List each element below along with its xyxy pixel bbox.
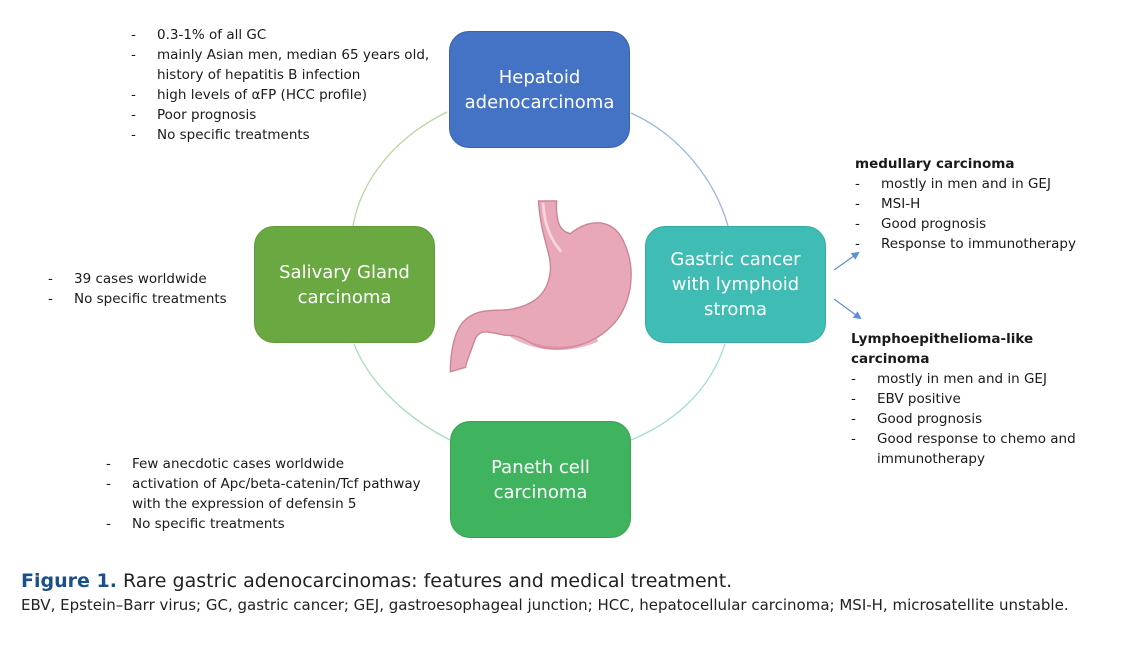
note-item: - EBV positive: [851, 389, 1101, 409]
connector-hepatoid-lymphoid: [630, 112, 729, 227]
node-label: carcinoma: [493, 481, 588, 503]
bullet: -: [48, 291, 53, 307]
bullet: -: [851, 371, 856, 387]
note-item: - high levels of αFP (HCC profile): [131, 85, 451, 105]
note-text: 39 cases worldwide: [74, 271, 207, 287]
bullet: -: [855, 216, 860, 232]
note-item: - MSI-H: [855, 194, 1115, 214]
node-hepatoid-adenocarcinoma: Hepatoid adenocarcinoma: [449, 31, 630, 148]
bullet: -: [106, 516, 111, 532]
note-item: - No specific treatments: [131, 125, 451, 145]
notes-lymphoepithelioma-like-carcinoma: Lymphoepithelioma-like carcinoma - mostly…: [851, 329, 1101, 469]
note-text: No specific treatments: [74, 291, 227, 307]
node-gastric-cancer-lymphoid-stroma: Gastric cancer with lymphoid stroma: [645, 226, 826, 343]
notes-heading: Lymphoepithelioma-like carcinoma: [851, 331, 1034, 367]
note-text: Poor prognosis: [157, 107, 257, 123]
note-text: high levels of αFP (HCC profile): [157, 87, 368, 103]
bullet: -: [855, 236, 860, 252]
caption-title-line: Figure 1. Rare gastric adenocarcinomas: …: [21, 568, 1131, 594]
stomach-icon: [443, 190, 643, 390]
connector-hepatoid-salivary: [352, 111, 448, 227]
note-text: mostly in men and in GEJ: [877, 371, 1047, 387]
node-label: Gastric cancer: [670, 249, 801, 270]
caption-legend: EBV, Epstein–Barr virus; GC, gastric can…: [21, 596, 1069, 614]
bullet: -: [131, 87, 136, 103]
notes-medullary-carcinoma: medullary carcinoma - mostly in men and i…: [855, 154, 1115, 254]
notes-paneth: - Few anecdotic cases worldwide - activati…: [106, 454, 446, 534]
note-item: - mostly in men and in GEJ: [855, 174, 1115, 194]
node-label: Hepatoid: [498, 66, 581, 88]
note-item: - Few anecdotic cases worldwide: [106, 454, 446, 474]
connectors: [352, 111, 862, 441]
note-text: EBV positive: [877, 391, 961, 407]
note-item: - 39 cases worldwide: [48, 269, 258, 289]
bullet: -: [131, 107, 136, 123]
bullet: -: [851, 411, 856, 427]
note-text: MSI-H: [881, 196, 921, 212]
bullet: -: [131, 47, 136, 63]
node-label: with lymphoid: [671, 274, 800, 295]
note-item: - Good prognosis: [851, 409, 1101, 429]
note-text: Few anecdotic cases worldwide: [132, 456, 345, 472]
note-text: mainly Asian men, median 65 years old, h…: [157, 47, 430, 83]
bullet: -: [131, 27, 136, 43]
figure-caption: Figure 1. Rare gastric adenocarcinomas: …: [21, 568, 1131, 616]
note-item: - 0.3-1% of all GC: [131, 25, 451, 45]
caption-title: Rare gastric adenocarcinomas: features a…: [122, 570, 733, 592]
bullet: -: [106, 456, 111, 472]
note-text: No specific treatments: [157, 127, 310, 143]
note-item: - Poor prognosis: [131, 105, 451, 125]
note-text: Good response to chemo and immunotherapy: [877, 431, 1076, 467]
bullet: -: [106, 476, 111, 492]
note-text: 0.3-1% of all GC: [157, 27, 267, 43]
bullet: -: [855, 196, 860, 212]
note-item: - mainly Asian men, median 65 years old, …: [131, 45, 451, 85]
note-text: Response to immunotherapy: [881, 236, 1076, 252]
bullet: -: [851, 431, 856, 447]
note-item: - No specific treatments: [48, 289, 258, 309]
node-label: adenocarcinoma: [464, 91, 615, 113]
node-label: stroma: [703, 299, 767, 320]
notes-salivary: - 39 cases worldwide - No specific treatme…: [48, 269, 258, 309]
node-label: Paneth cell: [491, 456, 590, 478]
node-label: Salivary Gland: [279, 261, 410, 283]
note-item: - activation of Apc/beta-catenin/Tcf path…: [106, 474, 446, 514]
note-item: - Good response to chemo and immunotherap…: [851, 429, 1101, 469]
notes-heading: medullary carcinoma: [855, 156, 1015, 172]
note-item: - Good prognosis: [855, 214, 1115, 234]
bullet: -: [48, 271, 53, 287]
note-text: activation of Apc/beta-catenin/Tcf pathw…: [132, 476, 421, 512]
note-text: Good prognosis: [877, 411, 983, 427]
bullet: -: [131, 127, 136, 143]
bullet: -: [855, 176, 860, 192]
note-text: mostly in men and in GEJ: [881, 176, 1051, 192]
connector-salivary-paneth: [353, 343, 451, 441]
connector-lymphoid-paneth: [630, 343, 726, 441]
node-paneth-cell-carcinoma: Paneth cell carcinoma: [450, 421, 631, 538]
diagram: Hepatoid adenocarcinoma Salivary Gland c…: [48, 25, 1115, 538]
note-item: - Response to immunotherapy: [855, 234, 1115, 254]
notes-hepatoid: - 0.3-1% of all GC - mainly Asian men, med…: [131, 25, 451, 145]
note-text: No specific treatments: [132, 516, 285, 532]
arrow-to-medullary: [833, 251, 860, 271]
note-item: - mostly in men and in GEJ: [851, 369, 1101, 389]
bullet: -: [851, 391, 856, 407]
figure-label: Figure 1.: [21, 570, 117, 592]
node-label: carcinoma: [297, 286, 392, 308]
note-text: Good prognosis: [881, 216, 987, 232]
node-salivary-gland-carcinoma: Salivary Gland carcinoma: [254, 226, 435, 343]
arrow-to-lymphoepithelioma: [833, 298, 862, 320]
note-item: - No specific treatments: [106, 514, 446, 534]
